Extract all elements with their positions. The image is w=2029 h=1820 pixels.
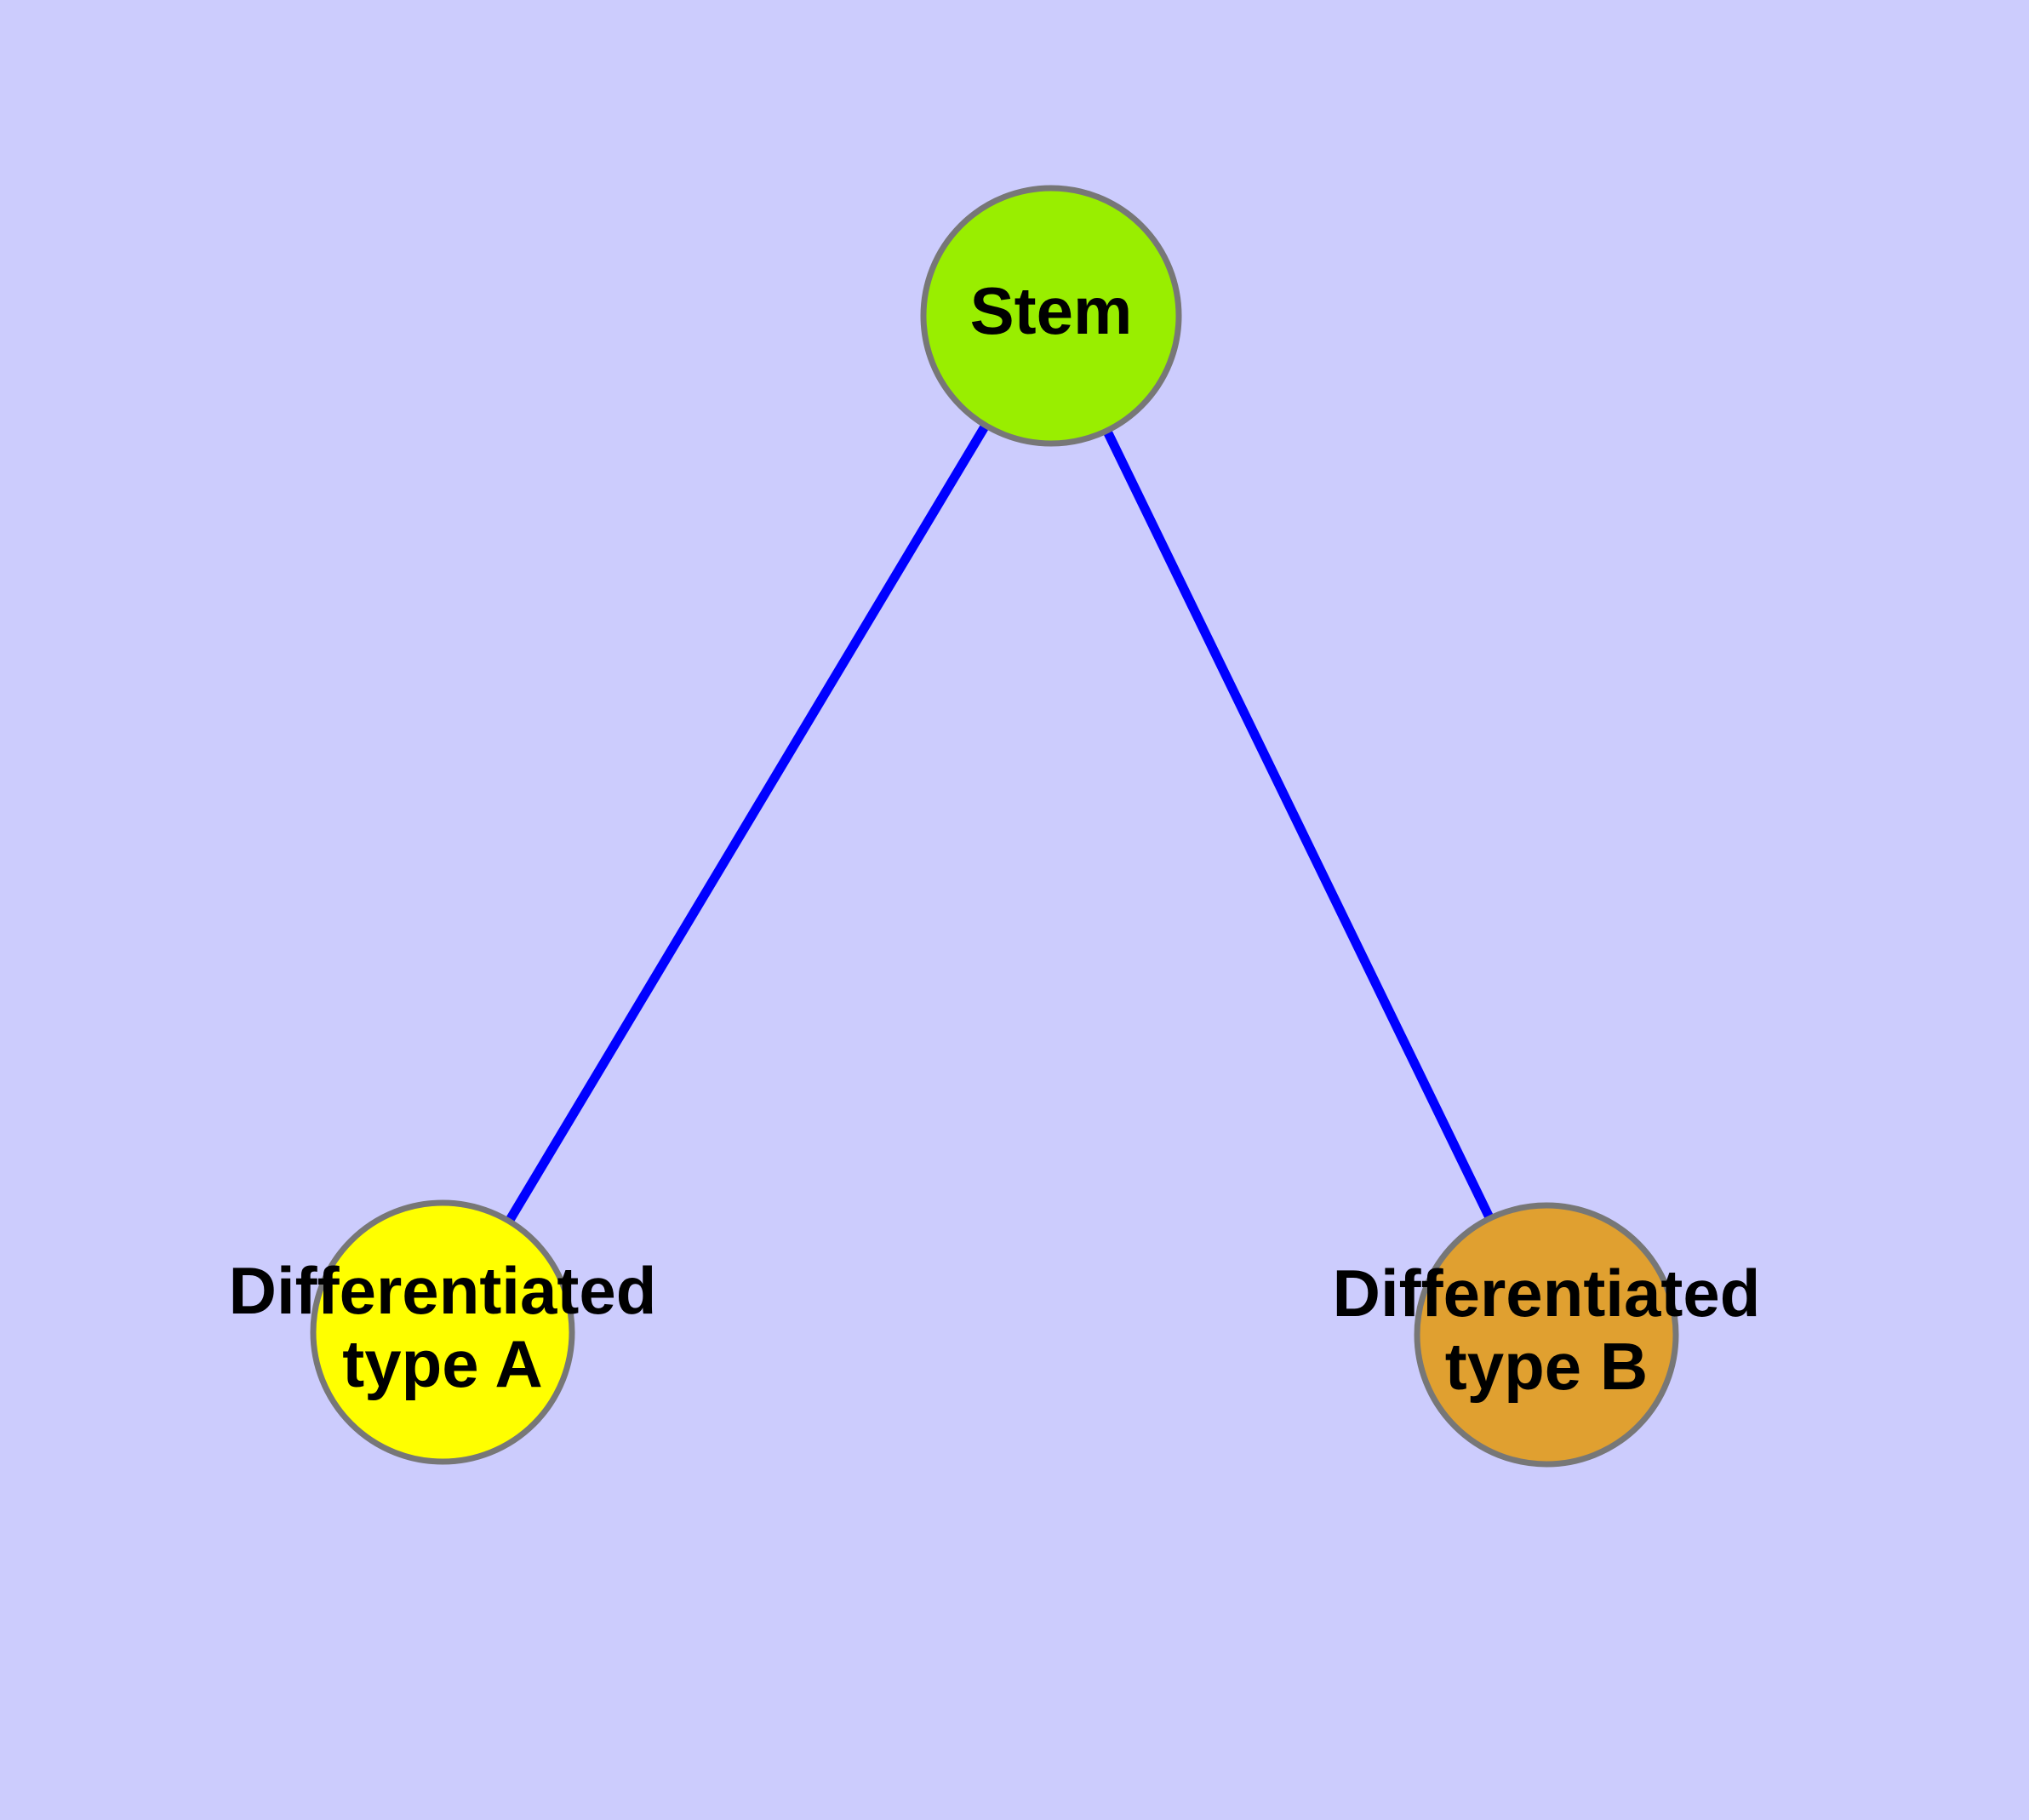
graph-edge-stem-to-b[interactable]: [1101, 426, 1495, 1222]
node-layer: [310, 185, 1679, 1468]
node-label-stem: Stem: [970, 273, 1133, 348]
node-label-line: Stem: [970, 273, 1133, 348]
edge-layer: [504, 421, 1495, 1226]
node-label-line: type A: [342, 1326, 543, 1401]
graph-node-diff_a[interactable]: [310, 1199, 575, 1465]
graph-edge-stem-to-a[interactable]: [504, 421, 991, 1226]
node-label-line: type B: [1445, 1329, 1648, 1404]
node-label-line: Differentiated: [1333, 1256, 1761, 1331]
node-label-line: Differentiated: [229, 1253, 657, 1328]
graph-node-stem[interactable]: [920, 185, 1182, 447]
graph-node-diff_b[interactable]: [1414, 1202, 1679, 1468]
